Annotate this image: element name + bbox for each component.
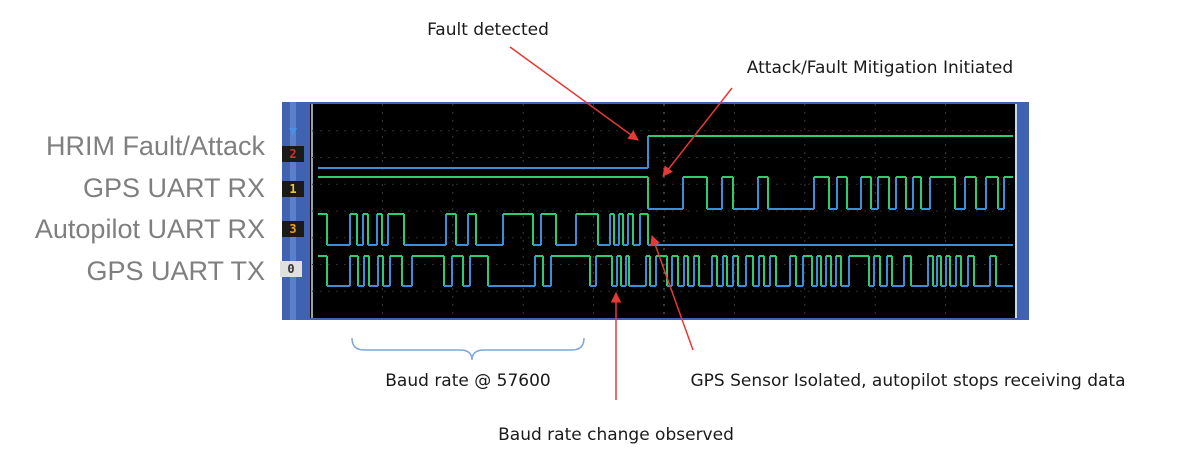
annotation-baud-change: Baud rate change observed xyxy=(498,425,734,445)
arrow-fault-detected xyxy=(509,46,639,141)
annotation-baud-rate: Baud rate @ 57600 xyxy=(385,371,550,391)
trigger-marker-icon xyxy=(289,128,297,136)
arrow-isolated xyxy=(650,235,694,351)
arrow-mitigation xyxy=(662,87,733,177)
label-gps-uart-tx: GPS UART TX xyxy=(86,256,265,286)
channel-badge-0: 0 xyxy=(280,261,302,277)
annotation-mitigation: Attack/Fault Mitigation Initiated xyxy=(747,58,1013,78)
channel-number: 1 xyxy=(289,182,296,196)
channel-badge-1: 1 xyxy=(282,181,304,197)
channel-number: 2 xyxy=(289,147,296,161)
label-autopilot-uart-rx: Autopilot UART RX xyxy=(35,214,265,244)
scope-grid xyxy=(312,104,1016,318)
oscilloscope-panel: 2 1 3 0 xyxy=(280,102,1029,320)
channel-badge-3: 3 xyxy=(282,221,304,237)
baud-rate-brace xyxy=(351,337,585,361)
scope-left-bar xyxy=(290,102,296,320)
annotation-fault-detected: Fault detected xyxy=(427,20,549,40)
signal-traces xyxy=(318,135,1013,287)
scope-screen xyxy=(310,104,1016,318)
annotation-isolated: GPS Sensor Isolated, autopilot stops rec… xyxy=(690,371,1125,391)
label-gps-uart-rx: GPS UART RX xyxy=(83,173,265,203)
channel-number: 0 xyxy=(287,262,294,276)
label-hrim-fault-attack: HRIM Fault/Attack xyxy=(46,131,266,161)
channel-number: 3 xyxy=(289,222,296,236)
channel-badge-2: 2 xyxy=(282,146,304,162)
